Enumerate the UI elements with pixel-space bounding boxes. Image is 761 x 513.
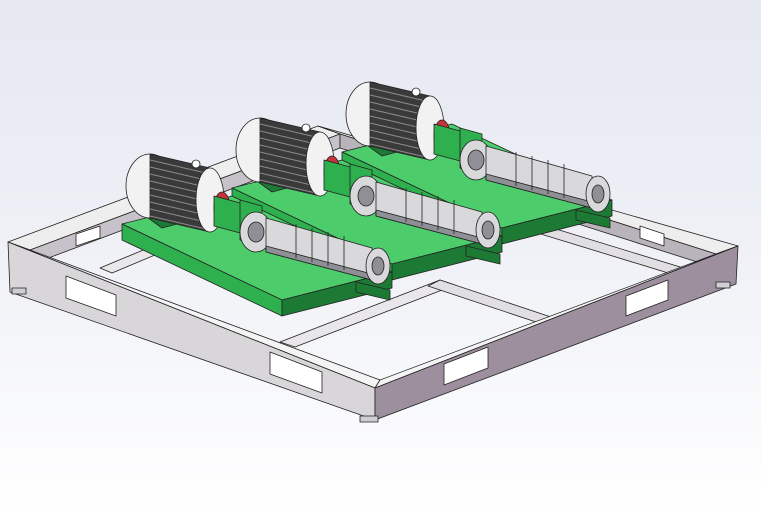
lifting-slot-right-b [625,279,669,317]
motor-fin [259,179,321,195]
suction-port [357,185,375,207]
frame-foot-left [11,287,27,295]
frame-inner-slot-right [639,225,665,247]
discharge-support [355,281,391,301]
lifting-slot-right-a [443,346,489,386]
suction-port [467,149,485,171]
motor-fin [149,215,211,231]
base-plate-end [281,271,393,317]
motor-lifting-eye [191,159,201,169]
frame-front-right-rail-face [374,245,739,421]
motor-lifting-eye [411,87,421,97]
motor-fin [149,159,211,175]
motor-fin [259,123,321,139]
pump-unit-front [121,153,393,317]
discharge-port [371,256,385,276]
discharge-support [575,209,611,229]
discharge-port [481,220,495,240]
motor-fin [369,143,431,159]
discharge-support [465,245,501,265]
motor-lifting-eye [301,123,311,133]
suction-port [247,221,265,243]
pump-units [121,81,613,317]
lifting-slot-left-a [65,275,117,317]
frame-foot-front [359,415,379,423]
lifting-slot-left-b [269,351,323,394]
cross-member-diagonal [427,279,561,327]
frame-foot-right [715,281,731,289]
motor-fin [369,87,431,103]
frame-inner-slot-left [75,225,101,247]
discharge-port [591,184,605,204]
